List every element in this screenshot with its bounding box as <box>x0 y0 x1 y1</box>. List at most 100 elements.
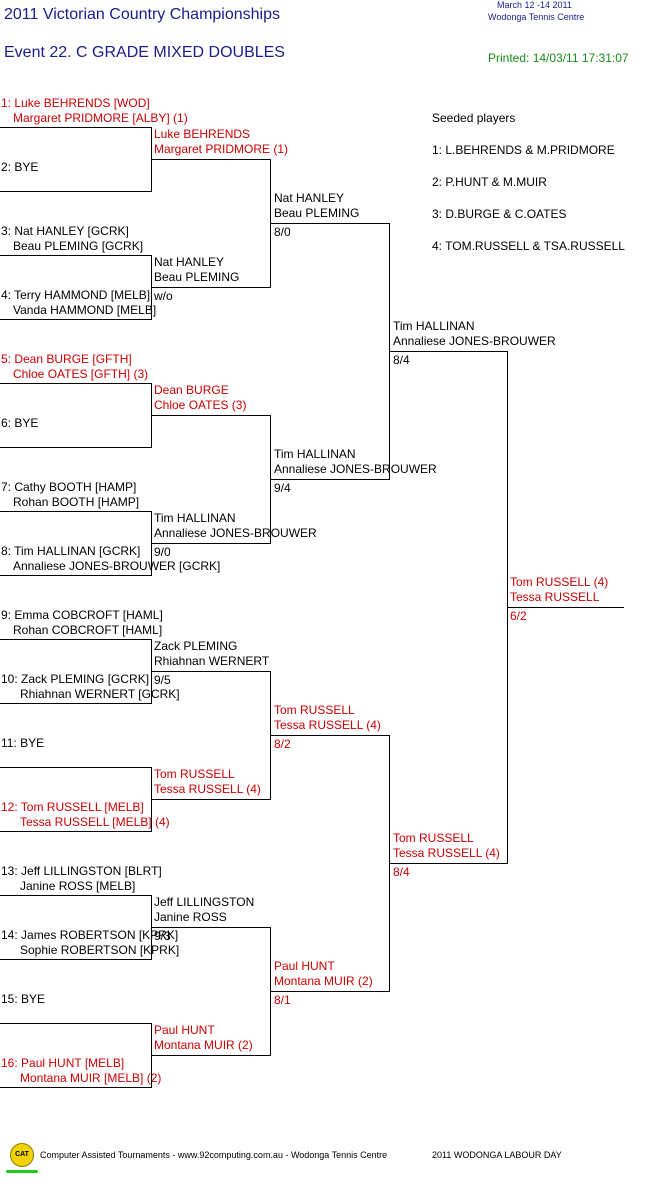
bracket-line <box>151 255 152 320</box>
bracket-line <box>0 575 152 576</box>
bracket-line <box>271 223 390 224</box>
bracket-line <box>0 511 152 512</box>
bracket-line <box>151 895 152 960</box>
bracket-line <box>389 223 390 480</box>
bracket-line <box>0 767 152 768</box>
round2-line2: Beau PLEMING <box>154 270 240 284</box>
bracket-line <box>152 799 271 800</box>
entry-line1: 13: Jeff LILLINGSTON [BLRT] <box>1 864 162 878</box>
winner-line1: Tom RUSSELL (4) <box>510 575 609 589</box>
entry-line2: Rohan COBCROFT [HAML] <box>13 623 163 637</box>
tournament-dates: March 12 -14 2011 <box>497 0 572 10</box>
entry-line1: 15: BYE <box>1 992 46 1006</box>
logo-underline <box>6 1170 38 1173</box>
winner-line2: Tessa RUSSELL <box>510 590 600 604</box>
bracket-line <box>0 447 152 448</box>
round4-score: 8/4 <box>393 353 410 367</box>
entry-line1: 8: Tim HALLINAN [GCRK] <box>1 544 141 558</box>
entry-line1: 1: Luke BEHRENDS [WOD] <box>1 96 150 110</box>
bracket-line <box>0 895 152 896</box>
winner-score: 6/2 <box>510 609 527 623</box>
round3-score: 8/0 <box>274 225 291 239</box>
bracket-line <box>152 1055 271 1056</box>
entry-line2: Tessa RUSSELL [MELB] (4) <box>20 815 170 829</box>
round3-score: 8/2 <box>274 737 291 751</box>
round2-score: 9/0 <box>154 545 171 559</box>
round2-line1: Zack PLEMING <box>154 639 238 653</box>
bracket-line <box>270 159 271 288</box>
entry-line1: 2: BYE <box>1 160 39 174</box>
bracket-line <box>508 607 624 608</box>
bracket-line <box>271 479 390 480</box>
round2-line2: Tessa RUSSELL (4) <box>154 782 261 796</box>
bracket-line <box>0 191 152 192</box>
round3-line2: Annaliese JONES-BROUWER <box>274 462 437 476</box>
entry-line2: Rhiahnan WERNERT [GCRK] <box>20 687 180 701</box>
round2-line1: Luke BEHRENDS <box>154 127 251 141</box>
entry-line2: Montana MUIR [MELB] (2) <box>20 1071 162 1085</box>
entry-line1: 14: James ROBERTSON [KPRK] <box>1 928 179 942</box>
round2-line2: Chloe OATES (3) <box>154 398 247 412</box>
bracket-line <box>389 735 390 992</box>
entry-line1: 9: Emma COBCROFT [HAML] <box>1 608 163 622</box>
seeds-title: Seeded players <box>432 111 516 125</box>
entry-line2: Vanda HAMMOND [MELB] <box>13 303 157 317</box>
bracket-line <box>151 383 152 448</box>
entry-line1: 7: Cathy BOOTH [HAMP] <box>1 480 137 494</box>
bracket-line <box>0 703 152 704</box>
event-title: Event 22. C GRADE MIXED DOUBLES <box>4 44 285 61</box>
round4-line2: Annaliese JONES-BROUWER <box>393 334 556 348</box>
cat-logo-icon: CAT <box>10 1143 34 1167</box>
bracket-line <box>270 927 271 1056</box>
seed-item: 4: TOM.RUSSELL & TSA.RUSSELL <box>432 239 625 253</box>
footer-event: 2011 WODONGA LABOUR DAY <box>432 1150 562 1160</box>
bracket-line <box>0 1087 152 1088</box>
round2-line1: Nat HANLEY <box>154 255 225 269</box>
round3-line2: Tessa RUSSELL (4) <box>274 718 381 732</box>
bracket-line <box>0 959 152 960</box>
round3-line1: Tim HALLINAN <box>274 447 356 461</box>
bracket-line <box>151 639 152 704</box>
round2-line1: Tim HALLINAN <box>154 511 236 525</box>
bracket-line <box>271 991 390 992</box>
bracket-line <box>151 127 152 192</box>
round2-line1: Tom RUSSELL <box>154 767 235 781</box>
round2-score: w/o <box>154 289 173 303</box>
bracket-line <box>152 415 271 416</box>
round3-line2: Montana MUIR (2) <box>274 974 373 988</box>
entry-line2: Janine ROSS [MELB] <box>20 879 136 893</box>
bracket-line <box>152 671 271 672</box>
printed-timestamp: Printed: 14/03/11 17:31:07 <box>488 51 629 65</box>
seed-item: 3: D.BURGE & C.OATES <box>432 207 567 221</box>
round2-line2: Janine ROSS <box>154 910 227 924</box>
entry-line2: Sophie ROBERTSON [KPRK] <box>20 943 180 957</box>
entry-line1: 11: BYE <box>1 736 45 750</box>
bracket-line <box>151 1023 152 1088</box>
round3-score: 8/1 <box>274 993 291 1007</box>
round2-line1: Jeff LILLINGSTON <box>154 895 255 909</box>
entry-line2: Beau PLEMING [GCRK] <box>13 239 144 253</box>
bracket-line <box>152 287 271 288</box>
entry-line1: 4: Terry HAMMOND [MELB] <box>1 288 151 302</box>
seed-item: 1: L.BEHRENDS & M.PRIDMORE <box>432 143 615 157</box>
bracket-line <box>152 927 271 928</box>
entry-line2: Annaliese JONES-BROUWER [GCRK] <box>13 559 221 573</box>
footer-credits: Computer Assisted Tournaments - www.92co… <box>40 1150 388 1160</box>
round2-line2: Margaret PRIDMORE (1) <box>154 142 289 156</box>
tournament-title: 2011 Victorian Country Championships <box>4 6 281 23</box>
round2-line2: Rhiahnan WERNERT <box>154 654 270 668</box>
entry-line2: Margaret PRIDMORE [ALBY] (1) <box>13 111 188 125</box>
round2-line2: Montana MUIR (2) <box>154 1038 253 1052</box>
round4-line1: Tom RUSSELL <box>393 831 474 845</box>
round3-line1: Nat HANLEY <box>274 191 345 205</box>
bracket-line <box>0 831 152 832</box>
round2-line2: Annaliese JONES-BROUWER <box>154 526 317 540</box>
round4-line1: Tim HALLINAN <box>393 319 475 333</box>
entry-line1: 6: BYE <box>1 416 39 430</box>
entry-line1: 3: Nat HANLEY [GCRK] <box>1 224 129 238</box>
round2-score: 9/3 <box>154 929 171 943</box>
round4-score: 8/4 <box>393 865 410 879</box>
entry-line1: 12: Tom RUSSELL [MELB] <box>1 800 144 814</box>
entry-line1: 16: Paul HUNT [MELB] <box>1 1056 125 1070</box>
bracket-line <box>270 671 271 800</box>
